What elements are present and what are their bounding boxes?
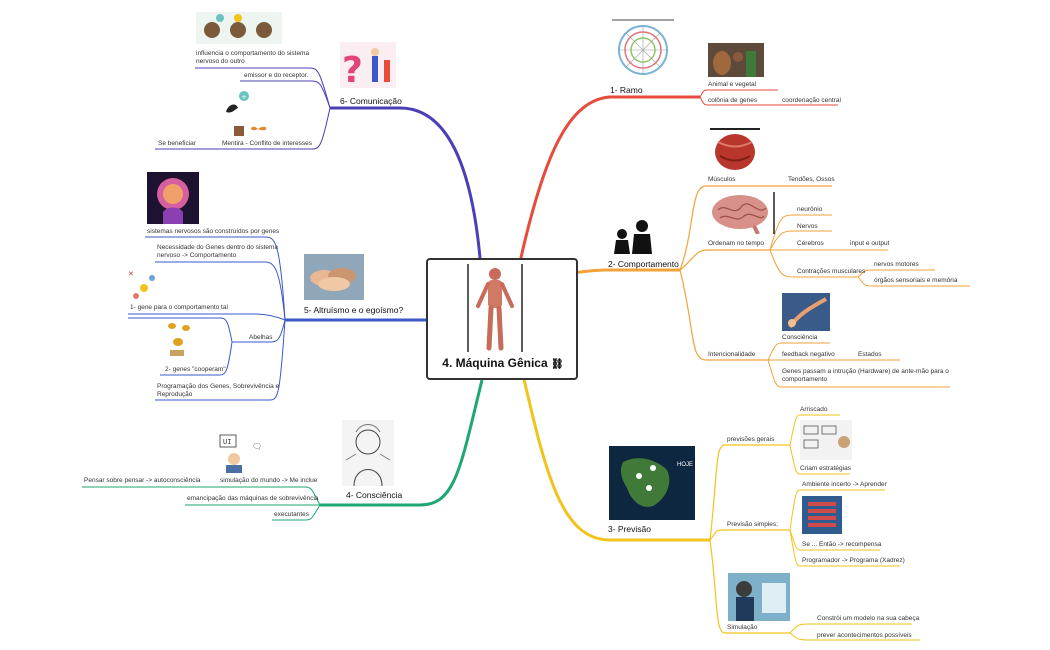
- node-contracoes[interactable]: Contrações musculares: [797, 268, 866, 275]
- svg-text:UI: UI: [223, 439, 231, 447]
- node-ordenam-tempo[interactable]: Ordenam no tempo: [708, 240, 765, 247]
- muscles-image: [710, 128, 760, 170]
- branch-altruismo-title[interactable]: 5- Altruísmo e o egoísmo?: [304, 305, 404, 315]
- node-criam-estrategias[interactable]: Criam estratégias: [800, 465, 851, 472]
- node-genes-passam[interactable]: Genes passam a intrução (Hardware) de an…: [782, 368, 949, 383]
- neuron-image: [782, 293, 830, 331]
- device-screen-image: [802, 496, 842, 534]
- node-arriscado[interactable]: Arriscado: [800, 406, 828, 413]
- node-cerebros[interactable]: Cérebros: [797, 240, 824, 247]
- svg-text:🗨: 🗨: [252, 442, 262, 451]
- question-mark-image: ?: [340, 42, 396, 88]
- node-simulacao-mundo[interactable]: simulação do mundo -> Me inclue: [220, 477, 318, 484]
- svg-text:?: ?: [342, 50, 363, 88]
- node-simulacao[interactable]: Simulação: [727, 624, 758, 631]
- ui-thinking-person-image: UI 🗨: [219, 434, 262, 473]
- node-intencionalidade[interactable]: Intencionalidade: [708, 351, 756, 358]
- monkeys-image: [196, 12, 282, 44]
- node-previsao-simples[interactable]: Previsão simples;: [727, 521, 778, 528]
- node-emancipacao[interactable]: emancipação das máquinas de sobrevivênci…: [187, 495, 319, 502]
- node-estados[interactable]: Estados: [858, 351, 882, 358]
- node-emissor-receptor[interactable]: emissor e do receptor.: [244, 72, 309, 79]
- node-se-entao[interactable]: Se ... Então -> recompensa: [802, 541, 882, 548]
- bees-image: [168, 323, 190, 356]
- parent-child-silhouette-image: [614, 220, 652, 254]
- node-pensar-sobre-pensar[interactable]: Pensar sobre pensar -> autoconsciência: [84, 477, 201, 484]
- node-sistemas-nervosos[interactable]: sistemas nervosos são construídos por ge…: [147, 228, 280, 235]
- node-orgaos-sensoriais[interactable]: órgãos sensoriais e memória: [874, 277, 958, 284]
- central-title-text: 4. Máquina Gênica: [442, 356, 548, 370]
- node-previsoes-gerais[interactable]: previsões gerais: [727, 436, 775, 443]
- central-topic-title: 4. Máquina Gênica ⛓: [438, 356, 568, 370]
- node-influencia[interactable]: influencia o comportamento do sistema ne…: [196, 50, 310, 65]
- node-coordenacao-central[interactable]: coordenação central: [782, 97, 841, 104]
- node-ambiente-incerto[interactable]: Ambiente incerto -> Aprender: [802, 481, 887, 488]
- node-necessidade-genes[interactable]: Necessidade do Genes dentro do sistema n…: [157, 244, 279, 259]
- svg-text:✕: ✕: [128, 270, 134, 278]
- node-input-output[interactable]: input e output: [850, 240, 890, 247]
- node-consciencia-comp[interactable]: Consciência: [782, 334, 818, 341]
- sketch-portrait-image: [342, 420, 394, 486]
- node-constroi-modelo[interactable]: Constrói um modelo na sua cabeça: [817, 615, 920, 622]
- node-musculos[interactable]: Músculos: [708, 176, 736, 183]
- svg-text:HOJE: HOJE: [677, 462, 693, 468]
- node-neuronio[interactable]: neurônio: [797, 206, 823, 213]
- vr-simulation-image: [728, 573, 790, 621]
- link-icon[interactable]: ⛓: [551, 359, 564, 370]
- brain-image: [712, 192, 775, 234]
- node-abelhas[interactable]: Abelhas: [249, 334, 273, 341]
- node-mentira[interactable]: Mentira - Conflito de interesses: [222, 140, 312, 147]
- node-dois-genes[interactable]: 2- genes "cooperam": [165, 366, 226, 373]
- bird-bubble-image: +: [226, 91, 249, 113]
- node-programador[interactable]: Programador -> Programa (Xadrez): [802, 557, 905, 564]
- node-animal-vegetal[interactable]: Animal e vegetal: [708, 81, 757, 88]
- node-tendoes-ossos[interactable]: Tendões, Ossos: [788, 176, 835, 183]
- node-executantes[interactable]: executantes: [274, 511, 310, 518]
- strategy-diagram-image: [800, 420, 852, 460]
- node-nervos[interactable]: Nervos: [797, 223, 818, 230]
- node-colonia-genes[interactable]: colônia de genes: [708, 97, 758, 104]
- neural-head-image: [147, 172, 199, 224]
- hands-together-image: [304, 254, 364, 300]
- human-anatomy-image: [467, 264, 523, 352]
- node-um-gene[interactable]: 1- gene para o comportamento tal: [130, 304, 228, 311]
- branch-comportamento-title[interactable]: 2- Comportamento: [608, 259, 679, 269]
- butterfly-image: [234, 126, 267, 136]
- node-se-beneficiar[interactable]: Se beneficiar: [158, 140, 196, 147]
- node-prever-acontecimentos[interactable]: prever acontecimentos possíveis: [817, 632, 912, 639]
- phylogenetic-tree-image: [612, 19, 674, 75]
- weather-map-image: HOJE: [609, 446, 695, 520]
- branch-comunicacao-title[interactable]: 6- Comunicação: [340, 96, 402, 106]
- animal-plant-image: [708, 43, 764, 77]
- branch-previsao-title[interactable]: 3- Previsão: [608, 524, 651, 534]
- node-feedback-negativo[interactable]: feedback negativo: [782, 351, 835, 358]
- gene-diagram-image: ✕: [128, 270, 155, 299]
- node-programacao-genes[interactable]: Programação dos Genes, Sobrevivência e R…: [157, 383, 280, 398]
- branch-ramo-title[interactable]: 1- Ramo: [610, 85, 643, 95]
- branch-consciencia-title[interactable]: 4- Consciência: [346, 490, 403, 500]
- svg-text:+: +: [241, 93, 247, 101]
- node-nervos-motores[interactable]: nervos motores: [874, 261, 919, 268]
